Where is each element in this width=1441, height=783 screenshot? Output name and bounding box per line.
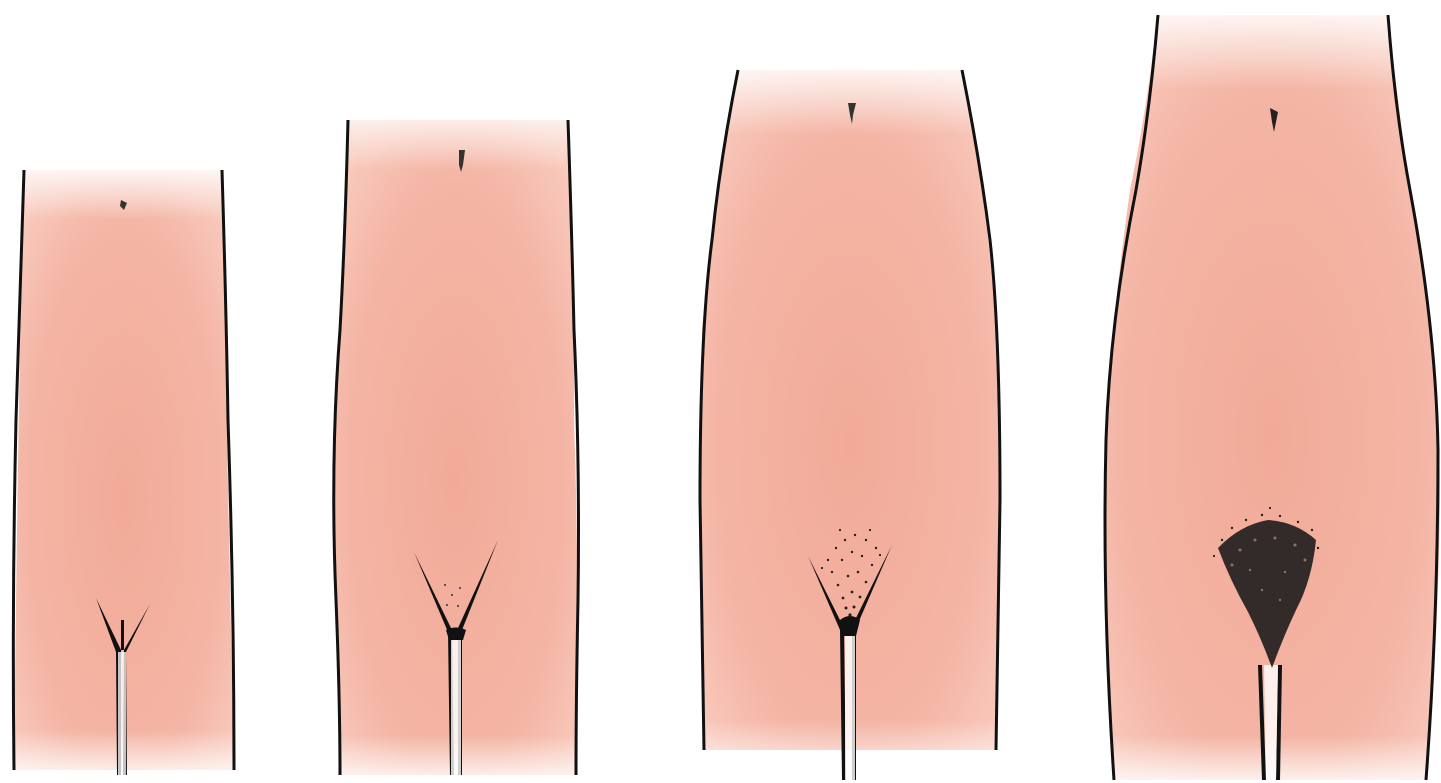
genital-area bbox=[1258, 665, 1282, 780]
top-fade bbox=[700, 55, 1000, 135]
top-fade bbox=[10, 160, 240, 220]
figure-stage-4 bbox=[1100, 0, 1441, 783]
figure-stage-3 bbox=[700, 55, 1000, 780]
figure-stage-1 bbox=[10, 160, 240, 775]
figure-stage-2 bbox=[330, 100, 580, 780]
top-fade bbox=[330, 100, 580, 170]
